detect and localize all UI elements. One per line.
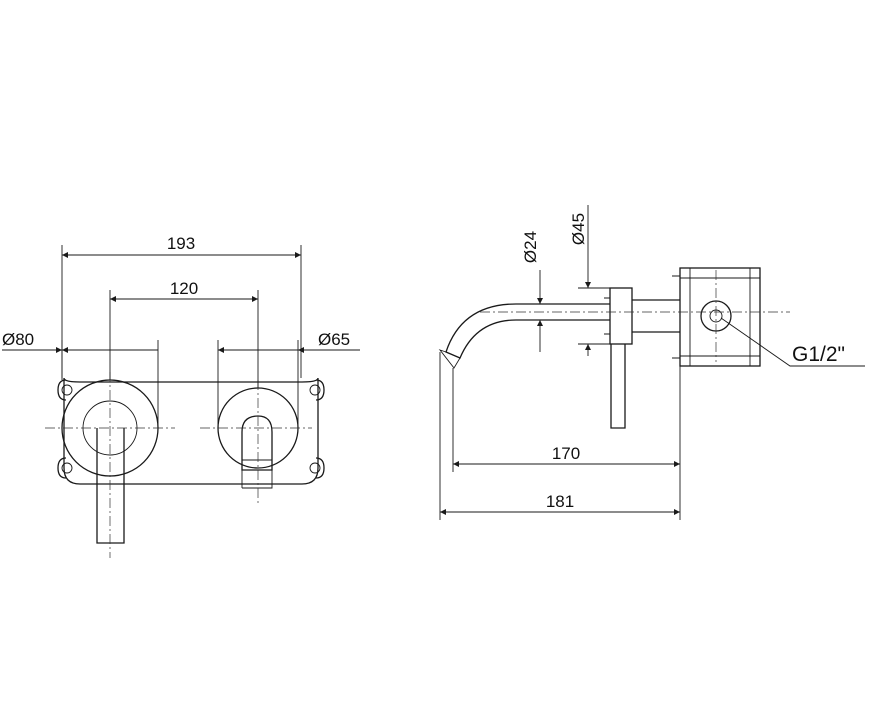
back-plate-outline <box>63 377 319 485</box>
thread-leader <box>720 317 865 367</box>
concealed-box <box>679 267 761 367</box>
dim-thread: G1/2" <box>792 343 845 366</box>
dim-centers: 120 <box>170 279 198 298</box>
dim-spout-reach: 170 <box>552 444 580 463</box>
spout <box>445 303 610 359</box>
lever-handle <box>96 428 125 544</box>
dim-diam-right: Ø65 <box>318 330 350 349</box>
flange <box>609 287 633 345</box>
spout-front <box>241 415 273 471</box>
dim-total-depth: 181 <box>546 492 574 511</box>
mounting-ears <box>57 379 325 479</box>
dim-diam-left: Ø80 <box>2 330 34 349</box>
front-view: 193 120 Ø80 Ø65 <box>2 234 360 558</box>
dim-diam-flange: Ø45 <box>569 213 588 245</box>
side-view: Ø24 Ø45 G1/2" 170 181 <box>438 205 865 520</box>
dim-diam-spout: Ø24 <box>521 231 540 263</box>
side-lever <box>610 344 626 429</box>
body-pipe <box>632 299 680 333</box>
dim-overall-width: 193 <box>167 234 195 253</box>
